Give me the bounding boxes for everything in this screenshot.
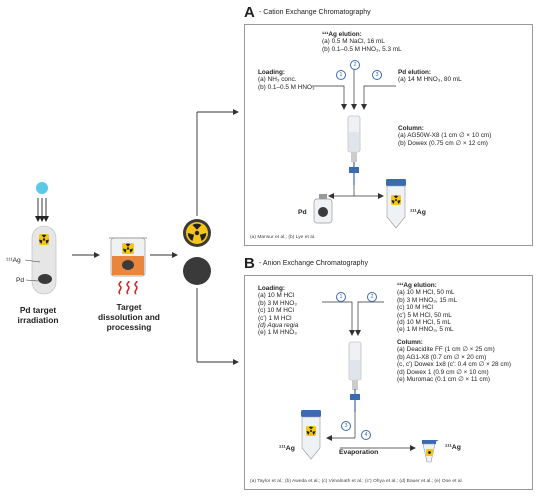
panel-b-step-2: 2 [367,292,377,302]
panel-b-box [244,275,533,490]
panel-a-pd-elution: Pd elution: (a) 14 M HNO₃, 80 mL [398,69,462,84]
panel-b-column: Column: (a) Deacidite FF (1 cm ∅ × 25 cm… [397,339,512,384]
panel-b-step-4: 4 [361,430,371,440]
panel-b-references: (a) Taylor et al.; (b) Aweda et al.; (c)… [250,479,463,484]
beaker-illustration [109,237,147,277]
caption-irradiation: Pd target irradiation [17,305,59,325]
panel-a-references: (a) Mansur et al.; (b) Lye et al. [250,235,316,240]
panel-a-ag-label: ¹¹¹Ag [410,209,426,216]
panel-a-column: Column: (a) AG50W-X8 (1 cm ∅ × 10 cm) (b… [398,125,492,147]
beam-arrows [37,198,47,218]
panel-a-loading: Loading: (a) NH₃ conc. (b) 0.1–0.5 M HNO… [258,69,315,91]
panel-a-pd-label: Pd [298,209,307,216]
eppendorf-vial-icon [422,440,439,463]
arrow-to-separation [150,252,178,258]
panel-b-ag-tube-icon [301,410,321,460]
panel-b-vial-label: ¹¹¹Ag [445,444,461,451]
panel-b-letter: B [244,255,255,272]
panel-b-column-diagram [322,301,416,451]
panel-a-step-3: 3 [372,70,382,80]
pd-disc-icon [183,257,211,285]
panel-a-letter: A [244,4,255,21]
panel-b-step-1: 1 [336,292,346,302]
branch-arrows [196,109,239,365]
panel-a-elution: ¹¹¹Ag elution: (a) 0.5 M NaCl, 16 mL (b)… [322,31,402,53]
particle-beam-icon [36,182,48,194]
irradiation-illustration [31,182,57,295]
radiation-icon [39,234,49,244]
panel-a-title: - Cation Exchange Chromatography [259,9,371,16]
panel-b-step-3: 3 [341,421,351,431]
panel-b-loading: Loading: (a) 10 M HCl (b) 3 M HNO₃ (c) 1… [258,285,299,337]
panel-b-tube-label: ¹¹¹Ag [279,445,295,452]
pd-target-disc [38,274,52,284]
panel-b-title: - Anion Exchange Chromatography [259,260,368,267]
evaporation-label: Evaporation [339,449,379,456]
isotope-label-left: ¹¹¹Ag [6,257,21,264]
panel-a-column-diagram [312,64,396,199]
pd-label-left: Pd [16,277,25,284]
panel-a-step-2: 2 [350,60,360,70]
radioactive-ag-icon [183,219,211,247]
panel-a-step-1: 1 [336,70,346,80]
pd-bottle-icon [313,194,333,224]
panel-b-elution: ¹¹¹Ag elution: (a) 10 M HCl, 50 mL (b) 3… [397,282,458,334]
caption-processing: Target dissolution and processing [98,302,160,332]
arrow-to-processing [72,252,100,258]
ag-tube-icon [386,179,406,229]
heat-icon [118,281,138,295]
